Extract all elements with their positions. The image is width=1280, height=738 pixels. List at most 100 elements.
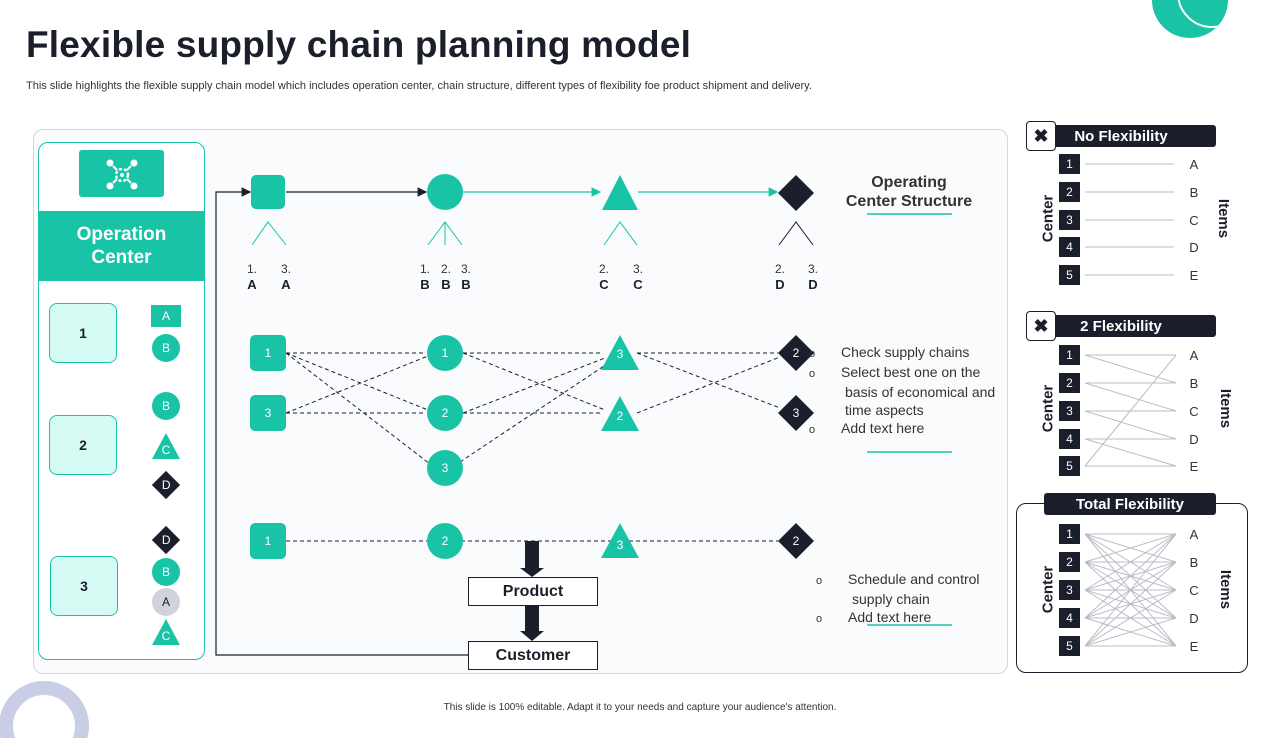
network-diamond-2 bbox=[778, 335, 814, 371]
close-icon: ✖ bbox=[1026, 311, 1056, 341]
operation-center-title-line2: Center bbox=[91, 247, 152, 268]
two-flex-center-4: 4 bbox=[1059, 429, 1080, 449]
total-flex-link bbox=[1084, 617, 1177, 647]
network-diamond-3 bbox=[778, 395, 814, 431]
total-flex-link bbox=[1084, 561, 1177, 647]
chain-diamond-2-label: 2 bbox=[793, 534, 800, 548]
no-flexibility-title: No Flexibility bbox=[1026, 125, 1216, 147]
step-square-1: 1.A bbox=[246, 262, 257, 292]
total-flex-item-e: E bbox=[1189, 639, 1199, 654]
chain-square-1 bbox=[250, 523, 286, 559]
two-flex-center-5: 5 bbox=[1059, 456, 1080, 476]
network-square-1 bbox=[250, 335, 286, 371]
no-flex-item-a: A bbox=[1189, 157, 1199, 172]
step-circle-3: 3.B bbox=[460, 262, 471, 292]
total-flex-link bbox=[1084, 533, 1177, 563]
total-flex-center-2: 2 bbox=[1059, 552, 1080, 572]
network-triangle-3 bbox=[601, 335, 639, 370]
total-flex-link bbox=[1084, 533, 1177, 591]
structure-node-square bbox=[251, 175, 285, 209]
structure-node-circle bbox=[427, 174, 463, 210]
network-circle-3 bbox=[427, 450, 463, 486]
total-flex-item-b: B bbox=[1189, 555, 1199, 570]
branch-triangle bbox=[603, 221, 638, 246]
operation-center-panel: Operation Center 1 A B 2 B C D 3 D B A C bbox=[38, 142, 205, 660]
customer-box: Customer bbox=[468, 641, 598, 670]
chain-square-1-label: 1 bbox=[265, 534, 272, 548]
no-flex-item-c: C bbox=[1189, 213, 1199, 228]
total-flex-center-5: 5 bbox=[1059, 636, 1080, 656]
total-flex-item-d: D bbox=[1189, 611, 1199, 626]
network-circle-2-label: 2 bbox=[442, 406, 449, 420]
page-subtitle: This slide highlights the flexible suppl… bbox=[26, 80, 812, 92]
network-circle-3-label: 3 bbox=[442, 461, 449, 475]
arrow-to-product bbox=[520, 541, 544, 577]
branch-diamond bbox=[778, 221, 814, 246]
return-flow-line bbox=[215, 187, 468, 656]
network-diamond-2-label: 2 bbox=[793, 346, 800, 360]
structure-node-diamond bbox=[778, 175, 814, 211]
operation-center-title: Operation Center bbox=[39, 211, 204, 281]
close-icon: ✖ bbox=[1026, 121, 1056, 151]
network-triangle-3-label: 3 bbox=[617, 347, 624, 361]
gears-network-icon bbox=[79, 150, 164, 197]
step-diamond-2: 3.D bbox=[807, 262, 818, 292]
center-2-item-circle: B bbox=[152, 392, 180, 420]
product-box: Product bbox=[468, 577, 598, 606]
no-flex-center-3: 3 bbox=[1059, 210, 1080, 230]
two-flex-center-1: 1 bbox=[1059, 345, 1080, 365]
total-flex-links bbox=[1084, 533, 1177, 647]
branch-square bbox=[251, 221, 287, 246]
supply-chain-diagram: 1 3 1 2 3 3 2 2 3 1 2 3 2 bbox=[215, 174, 952, 656]
two-flex-item-b: B bbox=[1189, 376, 1199, 391]
total-flex-center-3: 3 bbox=[1059, 580, 1080, 600]
network-circle-1 bbox=[427, 335, 463, 371]
network-square-1-label: 1 bbox=[265, 346, 272, 360]
step-circle-2: 2.B bbox=[440, 262, 451, 292]
no-flex-item-d: D bbox=[1189, 240, 1199, 255]
two-flex-item-c: C bbox=[1189, 404, 1199, 419]
chain-diamond-2 bbox=[778, 523, 814, 559]
step-circle-1: 1.B bbox=[419, 262, 430, 292]
step-square-2: 3.A bbox=[280, 262, 291, 292]
total-flex-item-a: A bbox=[1189, 527, 1199, 542]
total-flex-center-4: 4 bbox=[1059, 608, 1080, 628]
total-flex-link bbox=[1084, 533, 1177, 647]
total-flex-link bbox=[1084, 589, 1177, 647]
two-flex-links bbox=[1084, 354, 1177, 467]
network-square-3-label: 3 bbox=[265, 406, 272, 420]
two-flex-item-a: A bbox=[1189, 348, 1199, 363]
no-flex-center-2: 2 bbox=[1059, 182, 1080, 202]
structure-node-triangle bbox=[602, 175, 638, 210]
center-box-2: 2 bbox=[49, 415, 117, 475]
center-box-3: 3 bbox=[50, 556, 118, 616]
no-flex-item-b: B bbox=[1189, 185, 1199, 200]
network-triangle-2-label: 2 bbox=[617, 409, 624, 423]
no-flex-center-5: 5 bbox=[1059, 265, 1080, 285]
two-flexibility-panel: 2 Flexibility ✖ Center Items 1 2 3 4 5 A… bbox=[1016, 311, 1247, 485]
step-triangle-1: 2.C bbox=[598, 262, 609, 292]
center-1-item-square: A bbox=[151, 305, 181, 327]
total-flexibility-panel: Total Flexibility Center Items 1 2 3 4 5… bbox=[1016, 493, 1247, 663]
no-flex-links bbox=[1085, 163, 1174, 276]
two-flex-center-3: 3 bbox=[1059, 401, 1080, 421]
two-flexibility-title: 2 Flexibility bbox=[1026, 315, 1216, 337]
two-flex-item-e: E bbox=[1189, 459, 1199, 474]
step-diamond-1: 2.D bbox=[774, 262, 785, 292]
total-flexibility-title: Total Flexibility bbox=[1044, 493, 1216, 515]
center-1-item-circle: B bbox=[152, 334, 180, 362]
chain-circle-2 bbox=[427, 523, 463, 559]
chain-triangle-3 bbox=[601, 523, 639, 558]
footer-note: This slide is 100% editable. Adapt it to… bbox=[443, 702, 837, 713]
chain-triangle-3-label: 3 bbox=[617, 538, 624, 552]
center-box-1: 1 bbox=[49, 303, 117, 363]
network-square-3 bbox=[250, 395, 286, 431]
no-flex-center-1: 1 bbox=[1059, 154, 1080, 174]
network-circle-1-label: 1 bbox=[442, 346, 449, 360]
total-flex-link bbox=[1084, 533, 1177, 619]
